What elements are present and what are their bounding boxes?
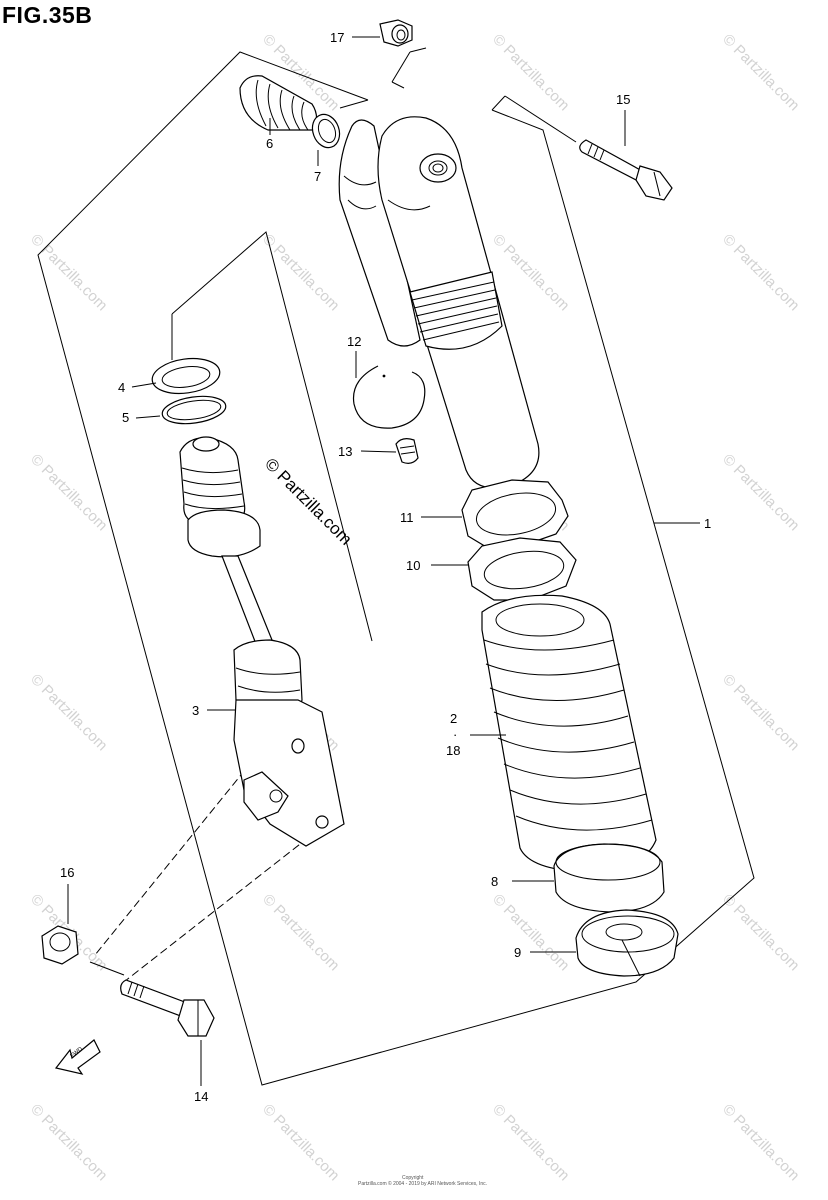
leader-lines [67,36,700,1086]
watermark: © Partzilla.com [27,1101,110,1184]
shock-body-back [338,119,421,347]
spring-2 [481,594,657,873]
copyright-line-2: Partzilla.com © 2004 - 2019 by ARI Netwo… [358,1180,487,1187]
callout-8: 8 [491,874,498,889]
watermark: © Partzilla.com [489,231,572,314]
shaft-assembly-3 [179,436,345,847]
watermark: © Partzilla.com [259,1101,342,1184]
callout-4: 4 [118,380,125,395]
watermark: © Partzilla.com [719,451,802,534]
figure-title: FIG.35B [2,2,93,28]
watermark: © Partzilla.com [719,671,802,754]
ring-5 [161,395,227,425]
watermark: © Partzilla.com [489,31,572,114]
callout-15: 15 [616,92,630,107]
watermark: © Partzilla.com [719,891,802,974]
callout-6: 6 [266,136,273,151]
nut-17 [379,19,413,47]
spring-stopper-9 [575,909,679,977]
bolt-15 [579,139,673,201]
bolt-14 [120,979,215,1037]
assembly-outline [37,47,755,1086]
callout-9: 9 [514,945,521,960]
dashed-guides [89,769,319,986]
callout-2-dot: · [453,727,457,742]
spring-seat-8 [553,843,665,913]
copyright-line-1: Copyright [402,1175,424,1181]
valve-cap-13 [395,438,419,464]
watermark: © Partzilla.com [27,231,110,314]
watermark: © Partzilla.com [489,891,572,974]
watermark: © Partzilla.com [259,891,342,974]
shock-body-main [377,116,540,489]
oring-7 [311,113,341,149]
callout-5: 5 [122,410,129,425]
callout-18: 18 [446,743,460,758]
watermark: © Partzilla.com [27,671,110,754]
callout-11: 11 [400,510,414,525]
callout-13: 13 [338,444,352,459]
callout-14: 14 [194,1089,208,1104]
callout-12: 12 [347,334,361,349]
callout-10: 10 [406,558,420,573]
watermark: © Partzilla.com [719,31,802,114]
watermark: © Partzilla.com [259,231,342,314]
callout-2: 2 [450,711,457,726]
watermark: © Partzilla.com [27,451,110,534]
ring-4 [151,357,221,395]
callout-17: 17 [330,30,344,45]
callout-16: 16 [60,865,74,880]
copyright-footer: Copyright Partzilla.com © 2004 - 2019 by… [358,1175,487,1187]
lock-ring-10 [467,537,577,601]
circlip-12 [352,365,426,429]
callout-1: 1 [704,516,711,531]
callout-labels: 17 15 6 7 12 13 4 5 3 11 10 1 2 · 18 8 9… [60,30,711,1104]
watermark: © Partzilla.com [719,1101,802,1184]
fwd-arrow-icon: FWD [54,1039,101,1075]
nut-16 [41,925,79,965]
lock-ring-11 [461,479,569,549]
center-watermark: © Partzilla.com [261,454,355,548]
callout-7: 7 [314,169,321,184]
watermark: © Partzilla.com [719,231,802,314]
callout-3: 3 [192,703,199,718]
watermark: © Partzilla.com [489,1101,572,1184]
